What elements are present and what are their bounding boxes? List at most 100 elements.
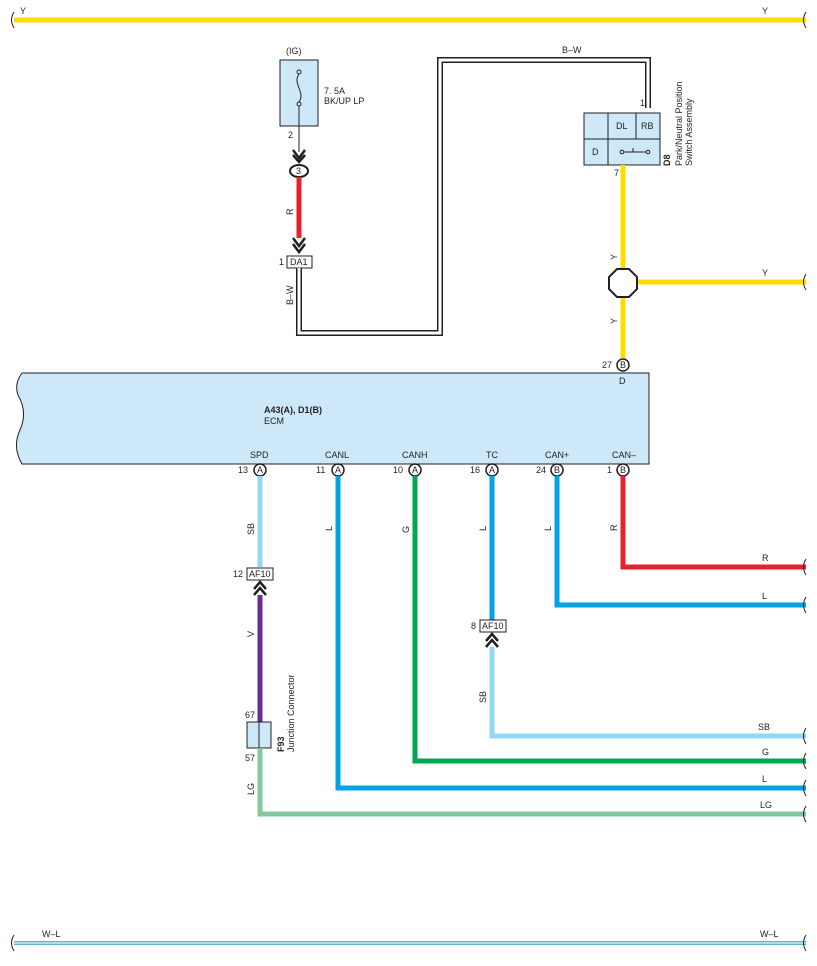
ecm-pin-canminus: CAN– B 1: [607, 450, 636, 477]
switch-cell-d: D: [592, 147, 599, 157]
park-neutral-switch: 1 DL RB D D8 Park/Neutral Position Switc…: [583, 81, 694, 178]
ecm-pin-label: CAN–: [612, 450, 636, 460]
bottom-wire-label-left: W–L: [42, 929, 61, 939]
wire-canplus-path: L L: [543, 476, 807, 614]
af10-left-pin: 12: [233, 569, 243, 579]
ecm-top-pin-conn: B: [620, 360, 626, 370]
f93-pin-top: 67: [245, 710, 255, 720]
ecm-pin-num: 24: [536, 465, 546, 475]
ecm-pin-num: 16: [470, 465, 480, 475]
chevron-up-icon: [485, 632, 499, 642]
da1-pin: 1: [279, 257, 284, 267]
wire-r-fuse-da1: R: [285, 177, 306, 255]
fuse-bkup-lp: (IG) 7. 5A BK/UP LP 2: [279, 46, 364, 164]
ecm-pin-conn: B: [554, 465, 560, 475]
ecm-pin-conn: B: [620, 465, 626, 475]
wire-label: L: [543, 526, 553, 531]
wire-r-label: R: [285, 208, 295, 215]
chevron-down-icon: [292, 237, 306, 249]
switch-cell-dl: DL: [616, 121, 628, 131]
wire-y-lower-label: Y: [609, 318, 619, 324]
switch-name-1: Park/Neutral Position: [674, 81, 684, 166]
wire-label: SB: [478, 691, 488, 703]
ecm-box: A43(A), D1(B) ECM B 27 D: [16, 358, 650, 465]
ecm-top-pin-label: D: [619, 376, 626, 386]
af10-left-name: AF10: [249, 569, 271, 579]
ecm-pin-label: SPD: [250, 450, 269, 460]
af10-right-name: AF10: [482, 621, 504, 631]
right-label-l1: L: [762, 591, 767, 601]
ecm-pin-label: TC: [486, 450, 498, 460]
connector-da1: DA1 1: [279, 255, 313, 269]
right-label-g: G: [762, 747, 769, 757]
ecm-pin-num: 11: [316, 465, 325, 475]
wire-canminus-path: R R: [609, 476, 807, 576]
ecm-pin-conn: A: [412, 465, 418, 475]
wire-spd-path: SB AF10 12 V 67 57 F93 Junction Connecto…: [233, 476, 807, 823]
wire-label: L: [478, 526, 488, 531]
wire-bw: B–W B–W: [285, 45, 651, 336]
ecm-top-pin: B 27 D: [602, 358, 630, 386]
top-wire-label-right: Y: [762, 6, 768, 16]
wire-y-branch-label: Y: [762, 268, 768, 278]
switch-name-2: Switch Assembly: [684, 98, 694, 166]
ecm-top-pin-num: 27: [602, 360, 612, 370]
wire-label: SB: [246, 523, 256, 535]
ecm-pin-num: 10: [393, 465, 403, 475]
bottom-wl-wire: W–L W–L: [11, 929, 807, 952]
wire-label: LG: [246, 783, 256, 795]
right-label-sb: SB: [758, 722, 770, 732]
wire-y-upper-label: Y: [609, 254, 619, 260]
fuse-name: BK/UP LP: [324, 96, 364, 106]
wire-label: G: [401, 526, 411, 533]
wire-bw-label-left: B–W: [285, 285, 295, 305]
top-y-wire: Y Y: [11, 6, 807, 29]
wire-canl-path: L L: [324, 476, 807, 797]
wire-bw-label-top: B–W: [562, 45, 582, 55]
ecm-pin-num: 13: [238, 465, 248, 475]
switch-cell-rb: RB: [641, 121, 654, 131]
top-wire-label-left: Y: [20, 6, 26, 16]
wire-y-switch-ecm: Y Y Y: [608, 165, 807, 358]
switch-pin-top: 1: [640, 98, 645, 108]
right-label-l2: L: [762, 774, 767, 784]
ecm-pin-num: 1: [607, 465, 612, 475]
connector-af10-left: [246, 567, 274, 581]
switch-pin-bottom: 7: [614, 168, 619, 178]
ecm-pin-spd: SPD A 13: [238, 450, 269, 477]
junction-3-num: 3: [296, 166, 301, 176]
fuse-element-icon: [296, 73, 302, 103]
af10-right-pin: 8: [471, 621, 476, 631]
wire-label: L: [324, 526, 334, 531]
chevron-up-icon: [253, 580, 267, 590]
fuse-supply-label: (IG): [286, 46, 302, 56]
f93-code: F93: [276, 736, 286, 752]
ecm-codes: A43(A), D1(B): [264, 405, 322, 415]
right-label-r: R: [762, 553, 769, 563]
ecm-pin-label: CANH: [402, 450, 428, 460]
wire-tc-path: L AF10 8 SB SB: [471, 476, 807, 745]
ecm-pin-conn: A: [489, 465, 495, 475]
wire-canh-path: G G: [401, 476, 807, 770]
chevron-down-icon: [292, 149, 306, 161]
wire-label: R: [609, 524, 619, 531]
ecm-pin-conn: A: [257, 465, 263, 475]
right-label-lg: LG: [760, 800, 772, 810]
f93-pin-bottom: 57: [245, 753, 255, 763]
switch-contact-icon: [619, 148, 651, 155]
fuse-pin: 2: [288, 130, 293, 140]
splice-point-icon: [608, 268, 638, 298]
da1-name: DA1: [290, 257, 308, 267]
ecm-name: ECM: [264, 416, 284, 426]
ecm-pin-canh: CANH A 10: [393, 450, 428, 477]
connector-af10-right: [479, 619, 507, 633]
bottom-wire-label-right: W–L: [760, 929, 779, 939]
ecm-pin-conn: A: [335, 465, 341, 475]
fuse-rating: 7. 5A: [324, 86, 345, 96]
switch-code: D8: [662, 154, 672, 166]
wire-label: V: [246, 631, 256, 637]
ecm-pin-label: CANL: [325, 450, 349, 460]
junction-3: 3: [289, 164, 309, 178]
ecm-pin-label: CAN+: [545, 450, 569, 460]
